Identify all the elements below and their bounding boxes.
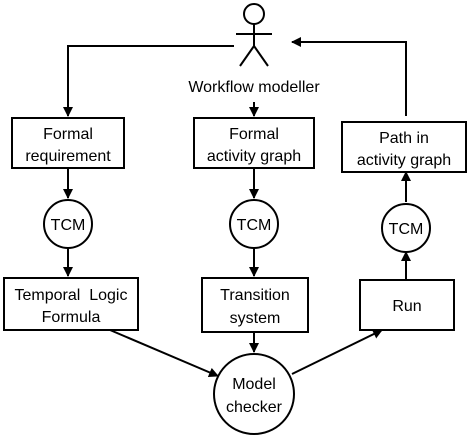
transition-system-line-2: system: [230, 310, 281, 327]
node-formal-activity-graph: Formal activity graph: [193, 117, 315, 169]
node-model-checker: Model checker: [213, 353, 295, 435]
workflow-modeller-actor-icon: [236, 3, 272, 67]
diagram-edges: [63, 37, 411, 378]
path-in-activity-graph-line-1: Path in: [379, 130, 429, 147]
run-label: Run: [392, 298, 421, 315]
tcm-left-label: TCM: [51, 217, 86, 234]
formal-activity-graph-line-2: activity graph: [207, 148, 301, 165]
node-temporal-logic-formula: Temporal Logic Formula: [3, 277, 139, 331]
edge-temporal-logic-to-model-checker: [109, 329, 219, 378]
tcm-right-label: TCM: [389, 221, 424, 238]
model-checker-line-2: checker: [226, 399, 283, 416]
node-transition-system: Transition system: [201, 277, 309, 333]
node-path-in-activity-graph: Path in activity graph: [341, 121, 467, 173]
transition-system-line-1: Transition: [220, 287, 290, 304]
edge-path-to-actor: [291, 37, 407, 116]
node-tcm-right: TCM: [381, 203, 431, 253]
node-tcm-left: TCM: [43, 199, 93, 249]
model-checker-line-1: Model: [232, 376, 276, 393]
tcm-middle-label: TCM: [237, 217, 272, 234]
edge-actor-to-formal-requirement: [63, 45, 234, 117]
edge-model-checker-to-run: [291, 329, 383, 375]
temporal-logic-line-2: Formula: [42, 309, 101, 326]
formal-requirement-line-2: requirement: [25, 148, 111, 165]
actor-label: Workflow modeller: [188, 79, 320, 96]
temporal-logic-line-1: Temporal Logic: [15, 287, 128, 304]
node-formal-requirement: Formal requirement: [11, 117, 125, 169]
node-run: Run: [359, 279, 455, 331]
formal-activity-graph-line-1: Formal: [229, 126, 279, 143]
node-tcm-middle: TCM: [229, 199, 279, 249]
formal-requirement-line-1: Formal: [43, 126, 93, 143]
path-in-activity-graph-line-2: activity graph: [357, 152, 451, 169]
